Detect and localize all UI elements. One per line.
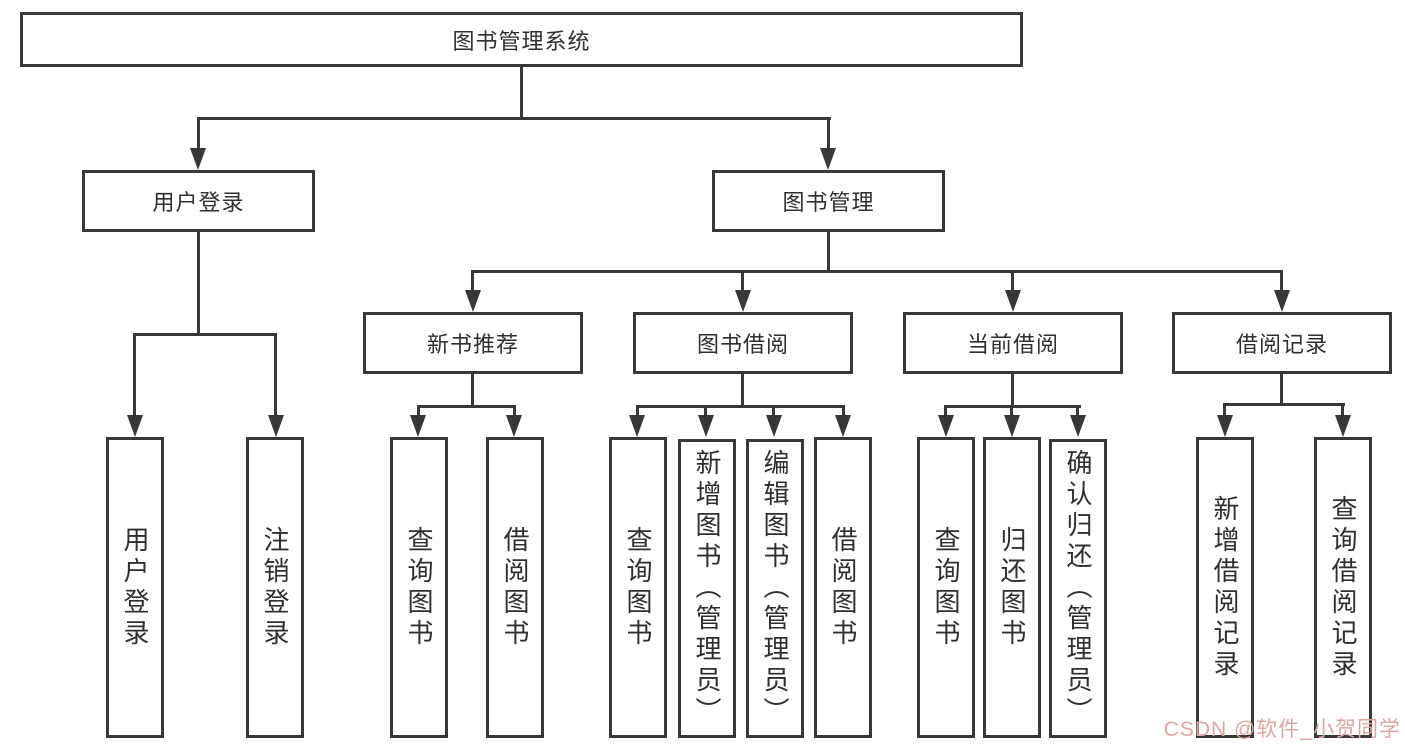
connector-line [471, 270, 474, 292]
leaf-logout: 注销登录 [246, 437, 304, 738]
arrow-down-icon [268, 415, 284, 437]
arrow-down-icon [735, 290, 751, 312]
arrow-down-icon [1005, 290, 1021, 312]
leaf-borrow-books-recommend: 借阅图书 [486, 437, 544, 738]
arrow-down-icon [410, 415, 426, 437]
arrow-down-icon [1070, 415, 1086, 437]
leaf-label: 查询图书 [404, 525, 434, 650]
connector-line [827, 232, 830, 272]
connector-line [1341, 403, 1344, 417]
leaf-add-borrow-record: 新增借阅记录 [1196, 437, 1254, 738]
connector-line [133, 333, 277, 336]
leaf-edit-book-admin: 编辑图书（管理员） [746, 439, 804, 738]
connector-line [471, 270, 1283, 273]
leaf-label: 编辑图书（管理员） [760, 449, 790, 728]
connector-line [1011, 270, 1014, 292]
leaf-query-books-recommend: 查询图书 [390, 437, 448, 738]
connector-line [197, 117, 200, 150]
connector-line [741, 374, 744, 408]
node-label: 图书管理 [782, 190, 875, 215]
leaf-label: 查询图书 [623, 525, 653, 650]
arrow-down-icon [127, 415, 143, 437]
connector-line [1280, 374, 1283, 405]
connector-line [842, 405, 845, 417]
leaf-label: 注销登录 [260, 525, 290, 650]
connector-line [274, 333, 277, 415]
connector-line [772, 405, 775, 417]
connector-line [1076, 405, 1079, 417]
arrow-down-icon [938, 415, 954, 437]
connector-line [1010, 405, 1013, 417]
leaf-label: 新增图书（管理员） [692, 449, 722, 728]
connector-line [197, 232, 200, 336]
arrow-down-icon [506, 415, 522, 437]
node-label: 图书管理系统 [452, 28, 591, 54]
node-label: 当前借阅 [966, 332, 1059, 357]
csdn-watermark: CSDN @软件_小贺同学 [1163, 718, 1401, 741]
connector-line [1223, 403, 1226, 417]
leaf-query-borrow-record: 查询借阅记录 [1314, 437, 1372, 738]
node-label: 用户登录 [152, 190, 245, 215]
leaf-user-login: 用户登录 [106, 437, 164, 738]
arrow-down-icon [820, 148, 836, 170]
node-new-book-recommend: 新书推荐 [363, 312, 583, 374]
connector-line [1223, 403, 1345, 406]
connector-line [1011, 374, 1014, 408]
arrow-down-icon [835, 415, 851, 437]
connector-line [827, 117, 830, 150]
arrow-down-icon [1004, 415, 1020, 437]
node-label: 借阅记录 [1235, 332, 1328, 357]
connector-line [704, 405, 707, 417]
node-current-borrowing: 当前借阅 [903, 312, 1123, 374]
connector-line [636, 405, 845, 408]
connector-line [417, 405, 516, 408]
node-root: 图书管理系统 [20, 12, 1023, 67]
connector-line [636, 405, 639, 417]
connector-line [197, 117, 831, 120]
leaf-borrow-books-borrowing: 借阅图书 [814, 437, 872, 738]
connector-line [513, 405, 516, 417]
connector-line [471, 374, 474, 408]
leaf-label: 用户登录 [120, 525, 150, 650]
node-borrowing-records: 借阅记录 [1172, 312, 1392, 374]
connector-line [133, 333, 136, 415]
connector-line [1280, 270, 1283, 292]
leaf-query-books-borrowing: 查询图书 [609, 437, 667, 738]
leaf-label: 查询图书 [931, 525, 961, 650]
connector-line [944, 405, 947, 417]
leaf-label: 归还图书 [997, 525, 1027, 650]
leaf-label: 借阅图书 [828, 525, 858, 650]
arrow-down-icon [1335, 415, 1351, 437]
leaf-label: 确认归还（管理员） [1063, 449, 1093, 728]
arrow-down-icon [1274, 290, 1290, 312]
leaf-add-book-admin: 新增图书（管理员） [678, 439, 736, 738]
connector-line [520, 67, 523, 118]
arrow-down-icon [766, 415, 782, 437]
node-label: 图书借阅 [696, 332, 789, 357]
leaf-label: 借阅图书 [500, 525, 530, 650]
arrow-down-icon [698, 415, 714, 437]
node-book-borrowing: 图书借阅 [633, 312, 853, 374]
leaf-label: 查询借阅记录 [1328, 494, 1358, 681]
leaf-label: 新增借阅记录 [1210, 494, 1240, 681]
arrow-down-icon [1217, 415, 1233, 437]
node-book-management: 图书管理 [712, 170, 945, 232]
arrow-down-icon [465, 290, 481, 312]
connector-line [417, 405, 420, 417]
arrow-down-icon [190, 148, 206, 170]
connector-line [741, 270, 744, 292]
node-label: 新书推荐 [426, 332, 519, 357]
leaf-query-books-current: 查询图书 [917, 437, 975, 738]
node-user-login: 用户登录 [82, 170, 315, 232]
leaf-return-books: 归还图书 [983, 437, 1041, 738]
leaf-confirm-return-admin: 确认归还（管理员） [1049, 439, 1107, 738]
arrow-down-icon [629, 415, 645, 437]
